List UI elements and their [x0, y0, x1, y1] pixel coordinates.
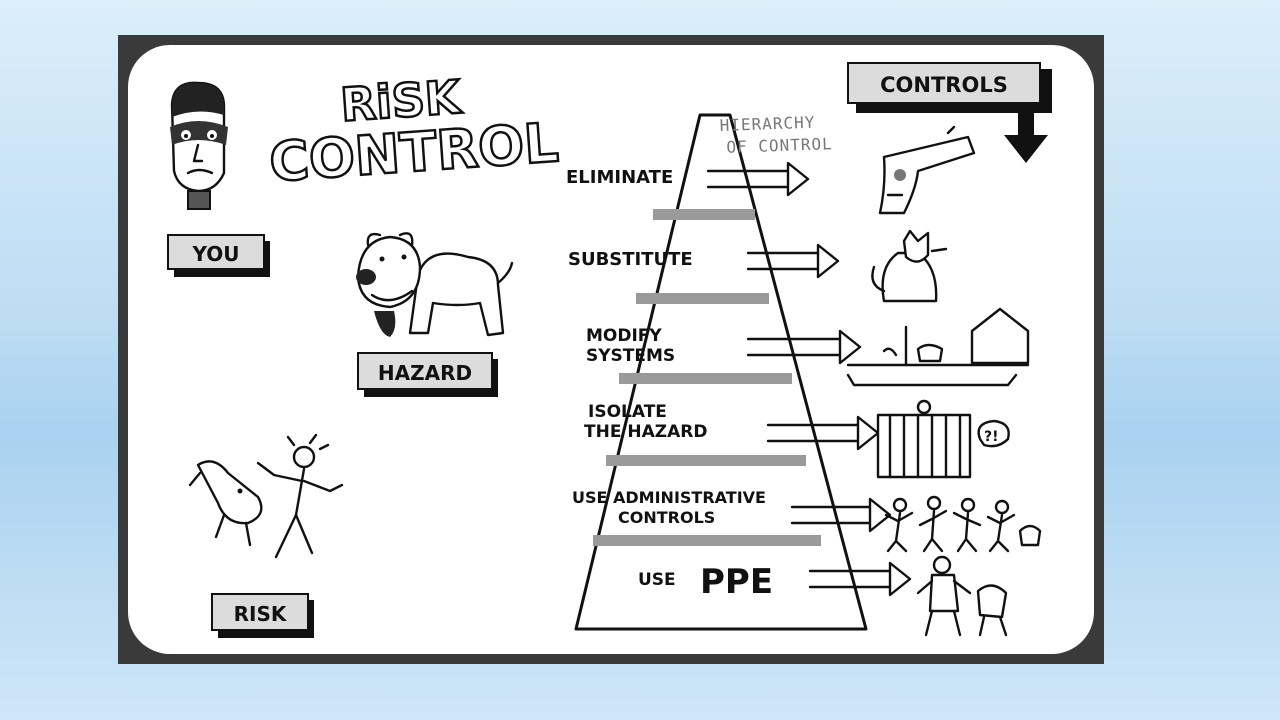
hierarchy-pyramid: [574, 113, 868, 631]
level-label-line-2: SYSTEMS: [586, 346, 675, 366]
you-label: YOU: [167, 234, 270, 277]
hazard-label-text: HAZARD: [378, 361, 472, 385]
arrow-down-icon: [1004, 105, 1048, 163]
you-label-text: YOU: [191, 242, 239, 266]
cartoon-card: RiSK CONTROL YOU: [128, 45, 1094, 654]
pyramid-band: [593, 535, 821, 546]
level-label: ISOLATE: [588, 402, 667, 422]
arrow-right-icon: [808, 561, 912, 597]
risk-label: RISK: [211, 593, 314, 638]
dog-icon: [356, 232, 514, 337]
title-line-1: RiSK: [339, 70, 465, 132]
level-eliminate: ELIMINATE: [566, 167, 673, 188]
level-ppe: USE PPE: [638, 562, 773, 602]
level-label-line-2: THE HAZARD: [584, 422, 707, 442]
caged-dog-icon: ?!: [876, 399, 1010, 479]
protected-worker-icon: [916, 555, 1008, 637]
level-label: ELIMINATE: [566, 167, 673, 188]
pyramid-band: [619, 373, 792, 384]
risk-label-text: RISK: [234, 602, 288, 626]
pyramid-heading-line-1: HIERARCHY: [719, 113, 815, 135]
revolver-icon: [878, 125, 976, 215]
pyramid-band: [636, 293, 769, 304]
pyramid-band: [653, 209, 755, 220]
level-administrative-controls: USE ADMINISTRATIVE CONTROLS: [572, 488, 766, 527]
cat-icon: [871, 229, 948, 303]
level-label-line-2: PPE: [700, 562, 773, 602]
level-label: USE: [638, 570, 676, 590]
arrow-right-icon: [766, 415, 880, 451]
controls-label-text: CONTROLS: [880, 73, 1008, 97]
risk-control-diagram: RiSK CONTROL YOU: [167, 62, 1052, 638]
title: RiSK CONTROL: [266, 68, 562, 195]
pyramid-heading-line-2: OF CONTROL: [726, 134, 833, 157]
level-label: SUBSTITUTE: [568, 249, 693, 270]
arrow-right-icon: [746, 329, 862, 365]
isolate-bubble-text: ?!: [984, 429, 999, 445]
arrow-right-icon: [706, 161, 810, 197]
level-isolate-hazard: ISOLATE THE HAZARD: [584, 402, 707, 442]
level-label: MODIFY: [586, 326, 662, 346]
arrow-right-icon: [746, 243, 840, 279]
hazard-label: HAZARD: [357, 352, 498, 397]
level-label-line-2: CONTROLS: [618, 508, 715, 527]
pyramid-band: [606, 455, 806, 466]
title-line-2: CONTROL: [267, 111, 560, 194]
arrow-right-icon: [790, 497, 892, 533]
workers-icon: [884, 495, 1042, 553]
bandit-face-icon: [170, 81, 228, 210]
slide-frame: RiSK CONTROL YOU: [118, 35, 1104, 664]
pyramid-heading: HIERARCHY OF CONTROL: [719, 113, 833, 157]
level-modify-systems: MODIFY SYSTEMS: [586, 326, 675, 366]
dog-attack-icon: [188, 433, 344, 559]
level-substitute: SUBSTITUTE: [568, 249, 693, 270]
fenced-yard-icon: [846, 307, 1030, 387]
level-label: USE ADMINISTRATIVE: [572, 488, 766, 507]
